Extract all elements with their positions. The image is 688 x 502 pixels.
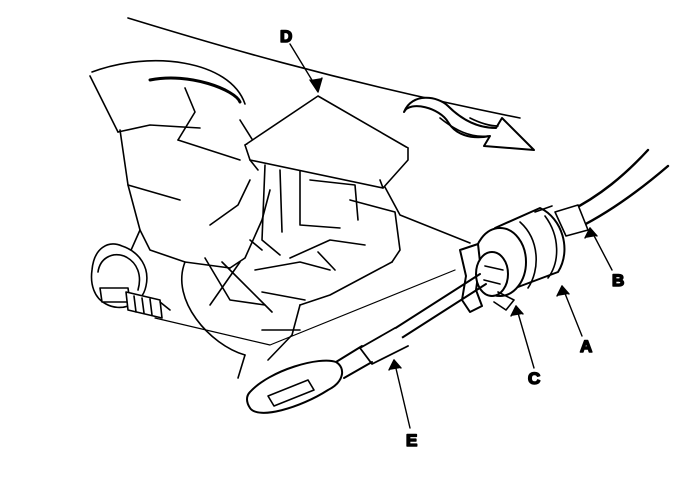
- console-housing: [89, 17, 521, 379]
- leader-e: [393, 359, 411, 429]
- label-d: D: [280, 27, 292, 46]
- cover-d: [244, 95, 409, 189]
- guide-line: [154, 269, 456, 346]
- cable-b: [554, 148, 670, 237]
- rotation-arrow: [403, 96, 535, 151]
- internal-bracket: [204, 164, 366, 313]
- label-a: A: [580, 337, 592, 356]
- cable-end-e: [246, 273, 487, 414]
- label-e: E: [406, 431, 417, 450]
- label-c: C: [528, 369, 540, 388]
- leader-lines: [289, 43, 613, 429]
- label-b: B: [612, 271, 624, 290]
- leader-c: [515, 305, 535, 369]
- mounting-bolt: [90, 243, 171, 319]
